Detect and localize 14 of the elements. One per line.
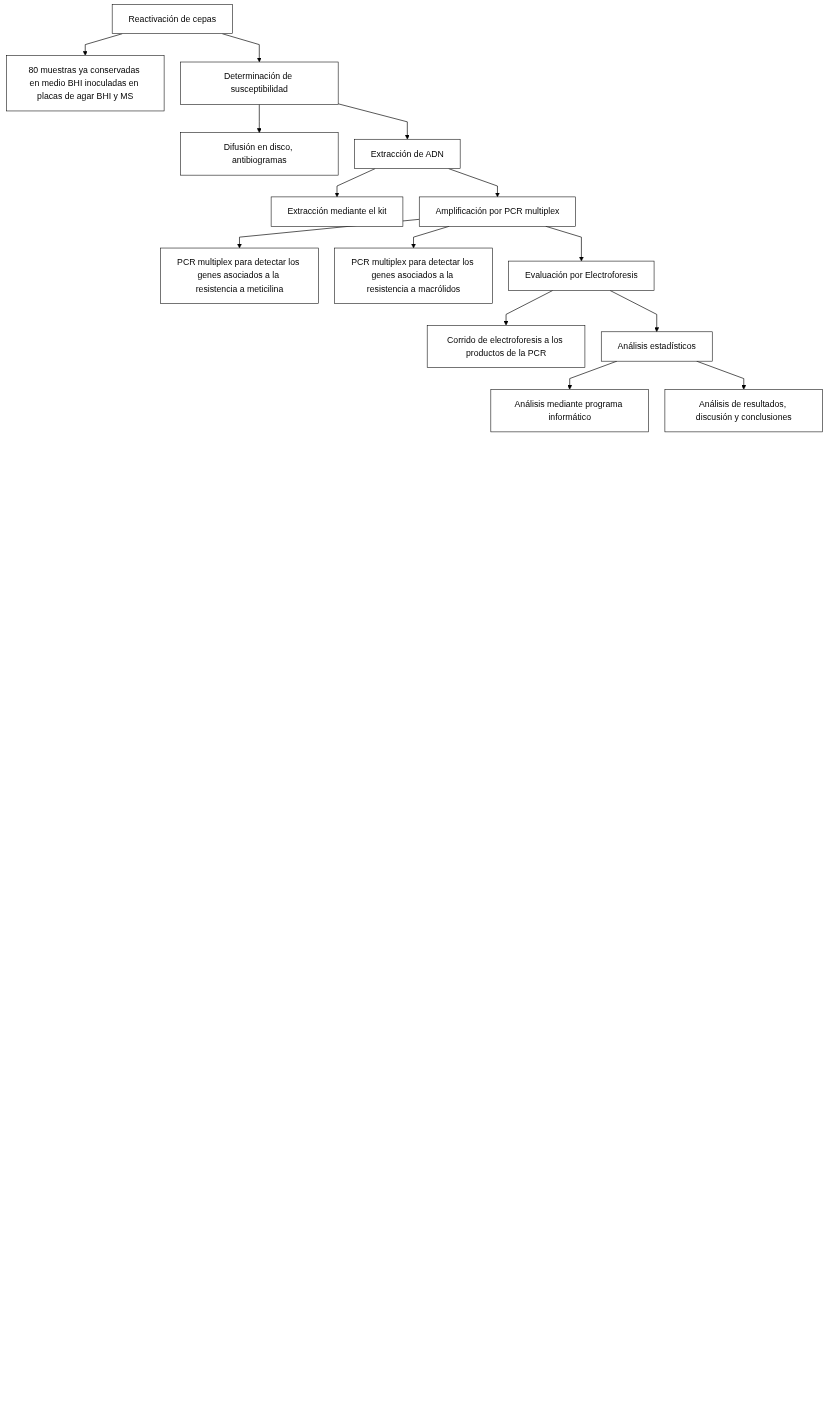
- node-box: Reactivación de cepas: [111, 4, 233, 34]
- node-box: Extracción mediante el kit: [270, 196, 404, 227]
- node-box: Amplificación por PCR multiplex: [418, 196, 576, 227]
- node-box: Análisis de resultados, discusión y conclusiones: [664, 389, 823, 433]
- node-box: PCR multiplex para detectar los genes asociados a la resistencia a macrólidos: [334, 247, 493, 304]
- node-box: Evaluación por Electroforesis: [508, 260, 655, 291]
- node-box: Análisis estadísticos: [600, 331, 713, 362]
- node-box: 80 muestras ya conservadas en medio BHI inoculadas en placas de agar BHI y MS: [6, 55, 165, 112]
- node-box: Extracción de ADN: [354, 139, 461, 169]
- node-box: Determinación de susceptibilidad: [180, 61, 339, 105]
- node-box: PCR multiplex para detectar los genes asociados a la resistencia a meticilina: [160, 247, 319, 304]
- node-box: Difusión en disco, antibiogramas: [180, 132, 339, 176]
- node-box: Análisis mediante programa informático: [490, 389, 649, 433]
- node-box: Corrido de electroforesis a los productos de la PCR: [426, 325, 586, 368]
